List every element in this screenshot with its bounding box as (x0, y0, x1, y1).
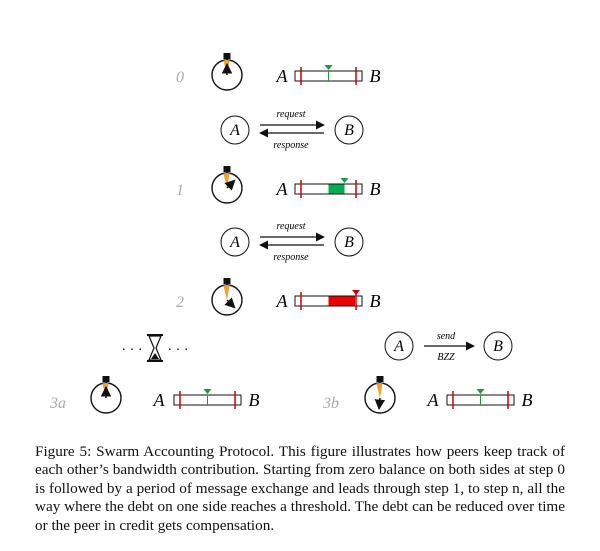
step-1-label: 1 (176, 182, 184, 199)
step-3a-label: 3a (49, 395, 66, 412)
exchange-1-node-a-circle (220, 115, 250, 145)
exchange-2-node-b-circle (334, 227, 364, 257)
settlement-node-a-circle (384, 331, 414, 361)
step-3a-side-b: B (249, 390, 260, 410)
wait-dots-left: · · · (122, 343, 143, 358)
step-3b-side-a: A (427, 390, 440, 410)
step-2-stopwatch-hand (224, 297, 236, 309)
step-0-side-a: A (276, 66, 289, 86)
step-3a-side-a: A (153, 390, 166, 410)
exchange-1-request-label: request (276, 109, 305, 120)
step-0-label: 0 (176, 69, 184, 86)
wait-dots-right: · · · (168, 343, 189, 358)
settlement-node-b-circle (483, 331, 513, 361)
step-1-stopwatch-hand (224, 179, 236, 191)
step-2-label: 2 (176, 294, 184, 311)
settlement-node-b: B (493, 338, 503, 355)
exchange-2-request-label: request (276, 221, 305, 232)
exchange-2-response-label: response (273, 252, 309, 263)
step-3b-stopwatch-hand (374, 397, 386, 411)
step-0-side-b: B (370, 66, 381, 86)
exchange-1-node-b-circle (334, 115, 364, 145)
step-2-balance-bar-outline (294, 295, 363, 307)
settlement-send-label: send (437, 331, 456, 342)
step-0-balance-bar-pointer (324, 65, 333, 70)
exchange-1-node-b: B (344, 122, 354, 139)
step-3b-label: 3b (322, 395, 339, 412)
settlement-node-a: A (393, 338, 404, 355)
step-3b-stopwatch-crown (376, 376, 384, 382)
step-2-side-a: A (276, 291, 289, 311)
exchange-1-node-a: A (229, 122, 240, 139)
step-2-stopwatch-sector (223, 285, 230, 300)
settlement-bzz-label: BZZ (437, 352, 455, 363)
exchange-2-node-a: A (229, 234, 240, 251)
step-1-balance-bar-credit-fill (328, 184, 345, 194)
figure-caption: Figure 5: Swarm Accounting Protocol. Thi… (35, 443, 565, 534)
step-1-balance-bar-outline (294, 183, 363, 195)
step-3a-stopwatch-crown (102, 376, 110, 382)
step-2-side-b: B (370, 291, 381, 311)
step-2-balance-bar-pointer (352, 290, 360, 295)
hourglass-icon (148, 335, 162, 361)
hourglass-icon-sand (151, 353, 159, 359)
step-2-balance-bar-debt-fill (328, 296, 355, 306)
step-0-stopwatch-crown (223, 53, 231, 59)
step-1-balance-bar-pointer (340, 178, 349, 183)
step-1-stopwatch-crown (223, 166, 231, 172)
swarm-accounting-diagram: 0 1 2 3a 3b A B A B A B A B A B A B requ… (49, 53, 533, 414)
exchange-1-response-label: response (273, 140, 309, 151)
step-2-stopwatch-crown (223, 278, 231, 284)
step-1-side-a: A (276, 179, 289, 199)
step-1-side-b: B (370, 179, 381, 199)
step-3a-balance-bar-pointer (203, 389, 212, 394)
step-3b-stopwatch-sector (376, 383, 383, 398)
exchange-2-node-b: B (344, 234, 354, 251)
step-3b-side-b: B (522, 390, 533, 410)
exchange-2-node-a-circle (220, 227, 250, 257)
step-3b-balance-bar-pointer (476, 389, 485, 394)
